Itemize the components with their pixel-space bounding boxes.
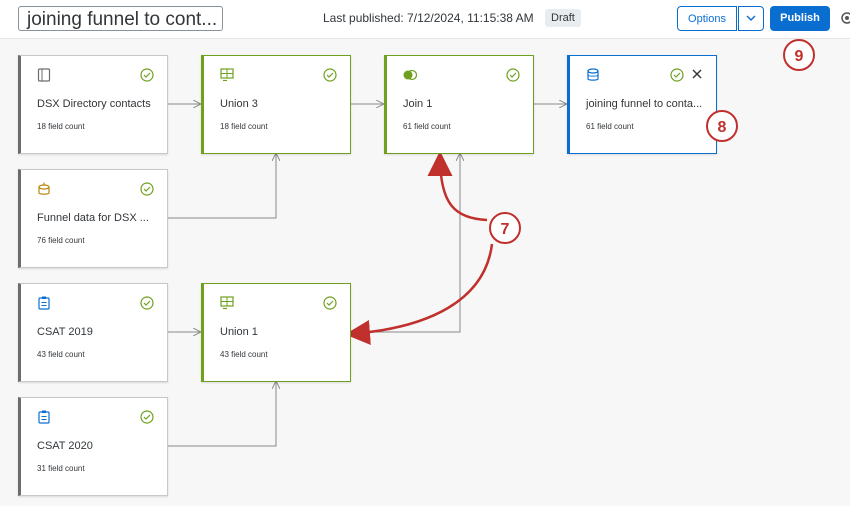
- dataset-icon: [38, 182, 50, 195]
- check-circle-icon: [140, 410, 154, 424]
- node-name: joining funnel to conta...: [586, 98, 703, 110]
- top-bar: joining funnel to cont... Last published…: [0, 0, 850, 39]
- join-icon: [403, 69, 417, 81]
- node-output-dataset[interactable]: joining funnel to conta... 61 field coun…: [567, 55, 717, 154]
- options-dropdown-button[interactable]: [738, 6, 764, 31]
- node-field-count: 18 field count: [220, 122, 268, 131]
- table-source-icon: [37, 68, 51, 82]
- node-field-count: 76 field count: [37, 236, 85, 245]
- status-badge: Draft: [545, 9, 581, 27]
- node-field-count: 31 field count: [37, 464, 85, 473]
- node-name: CSAT 2020: [37, 440, 93, 452]
- callout-badge-7: 7: [489, 212, 521, 244]
- flow-title-field[interactable]: joining funnel to cont...: [18, 6, 223, 31]
- gear-icon[interactable]: [838, 9, 850, 27]
- node-name: Union 3: [220, 98, 258, 110]
- node-funnel-data[interactable]: Funnel data for DSX ... 76 field count: [18, 169, 168, 268]
- database-icon: [587, 68, 599, 81]
- node-name: Union 1: [220, 326, 258, 338]
- callout-arrow-join: [427, 151, 488, 222]
- check-circle-icon: [323, 296, 337, 310]
- node-field-count: 43 field count: [220, 350, 268, 359]
- callout-badge-9: 9: [783, 39, 815, 71]
- callout-badge-8: 8: [706, 110, 738, 142]
- check-circle-icon: [140, 182, 154, 196]
- publish-button[interactable]: Publish: [770, 6, 830, 31]
- close-icon[interactable]: [692, 69, 702, 79]
- node-csat-2019[interactable]: CSAT 2019 43 field count: [18, 283, 168, 382]
- check-circle-icon: [323, 68, 337, 82]
- node-field-count: 18 field count: [37, 122, 85, 131]
- survey-icon: [38, 410, 50, 424]
- options-button[interactable]: Options: [677, 6, 737, 31]
- node-name: CSAT 2019: [37, 326, 93, 338]
- check-circle-icon: [506, 68, 520, 82]
- edge-funnel-union3: [168, 154, 276, 219]
- node-union-3[interactable]: Union 3 18 field count: [201, 55, 351, 154]
- check-circle-icon: [670, 68, 684, 82]
- node-name: Join 1: [403, 98, 433, 110]
- node-csat-2020[interactable]: CSAT 2020 31 field count: [18, 397, 168, 496]
- node-name: Funnel data for DSX ...: [37, 212, 149, 224]
- union-icon: [220, 296, 234, 310]
- survey-icon: [38, 296, 50, 310]
- node-dsx-directory-contacts[interactable]: DSX Directory contacts 18 field count: [18, 55, 168, 154]
- edge-csat2020-union1: [168, 382, 276, 447]
- node-union-1[interactable]: Union 1 43 field count: [201, 283, 351, 382]
- callout-arrow-union: [345, 243, 494, 345]
- node-field-count: 61 field count: [403, 122, 451, 131]
- node-field-count: 43 field count: [37, 350, 85, 359]
- last-published-text: Last published: 7/12/2024, 11:15:38 AM: [323, 11, 534, 25]
- check-circle-icon: [140, 68, 154, 82]
- edge-union1-join1: [351, 154, 460, 333]
- node-field-count: 61 field count: [586, 122, 634, 131]
- check-circle-icon: [140, 296, 154, 310]
- node-join-1[interactable]: Join 1 61 field count: [384, 55, 534, 154]
- chevron-down-icon: [746, 15, 756, 21]
- node-name: DSX Directory contacts: [37, 98, 151, 110]
- union-icon: [220, 68, 234, 82]
